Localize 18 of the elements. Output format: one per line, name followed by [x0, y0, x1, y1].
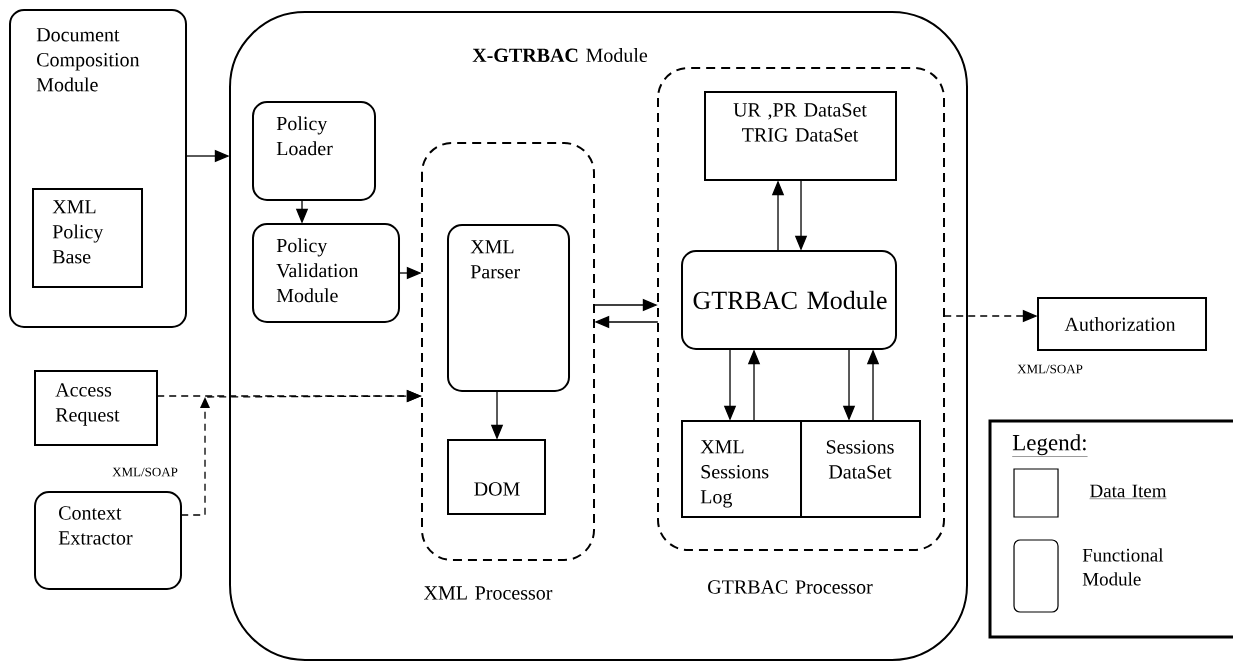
protocol-label: XML/SOAP [1017, 364, 1083, 374]
data-box: Sessions DataSet [800, 420, 921, 518]
data-box: UR ,PR DataSet TRIG DataSet [704, 91, 897, 181]
legend-item: Data Item [1013, 468, 1167, 518]
data-box: DOM [447, 439, 546, 515]
module-box: GTRBAC Module [681, 250, 897, 350]
module-box: Context Extractor [34, 491, 182, 590]
node-label: GTRBAC Processor [708, 580, 873, 594]
data-box: XML Policy Base [32, 188, 143, 288]
module-box: XML Parser [447, 224, 570, 392]
module-box: Policy Validation Module [252, 223, 400, 323]
data-box: Access Request [34, 370, 158, 446]
data-box: Authorization [1037, 297, 1207, 351]
node-label: XML Processor [424, 586, 553, 600]
protocol-label: XML/SOAP [112, 467, 178, 477]
legend-item: Functional Module [1013, 539, 1164, 613]
module-box: Policy Loader [252, 101, 376, 201]
data-box: XML Sessions Log [681, 420, 802, 518]
